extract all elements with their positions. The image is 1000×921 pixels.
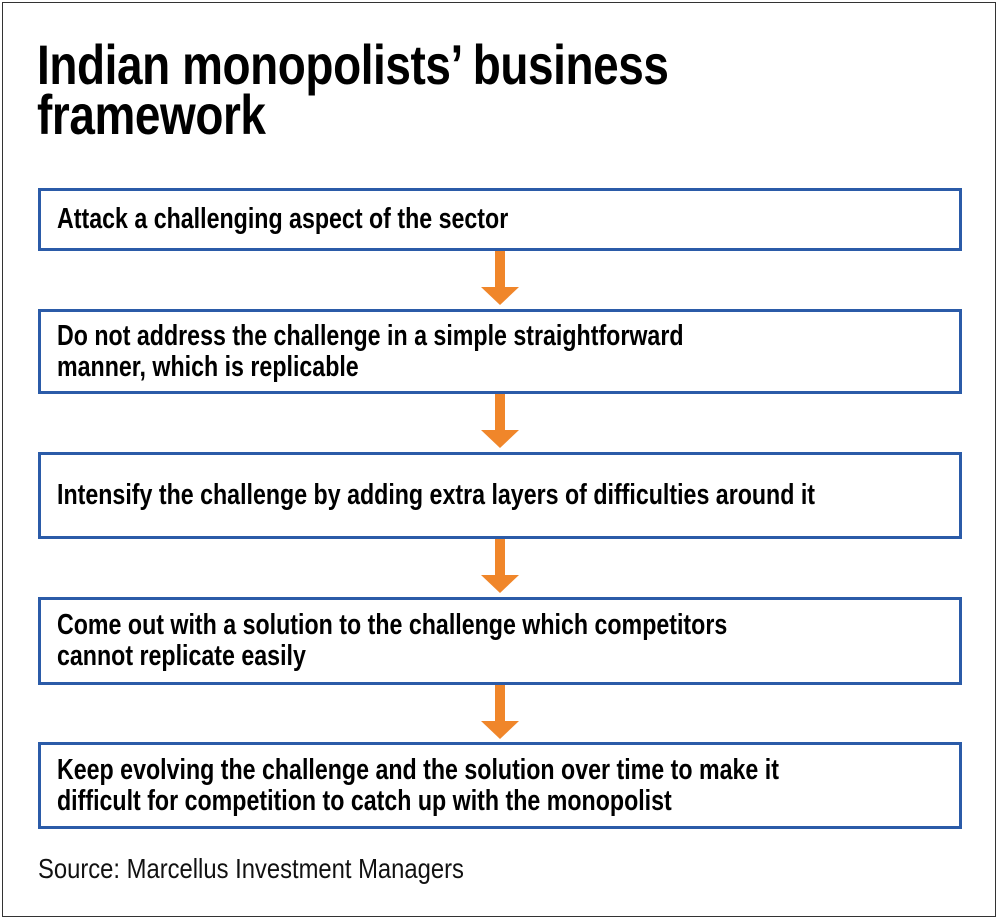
down-arrow-icon <box>481 394 519 450</box>
step-box-3: Intensify the challenge by adding extra … <box>38 452 962 539</box>
step-box-4: Come out with a solution to the challeng… <box>38 597 962 685</box>
source-note: Source: Marcellus Investment Managers <box>38 853 464 884</box>
step-text: Keep evolving the challenge and the solu… <box>57 753 779 817</box>
step-text: Attack a challenging aspect of the secto… <box>57 203 509 235</box>
step-box-2: Do not address the challenge in a simple… <box>38 309 962 394</box>
step-text: Do not address the challenge in a simple… <box>57 319 684 383</box>
down-arrow-icon <box>481 539 519 595</box>
down-arrow-icon <box>481 685 519 741</box>
down-arrow-icon <box>481 251 519 307</box>
title-line: Indian monopolists’ business <box>37 33 669 96</box>
step-box-1: Attack a challenging aspect of the secto… <box>38 188 962 251</box>
step-text: Come out with a solution to the challeng… <box>57 609 728 672</box>
title-line: framework <box>37 83 266 146</box>
step-box-5: Keep evolving the challenge and the solu… <box>38 742 962 829</box>
step-text: Intensify the challenge by adding extra … <box>57 479 816 511</box>
